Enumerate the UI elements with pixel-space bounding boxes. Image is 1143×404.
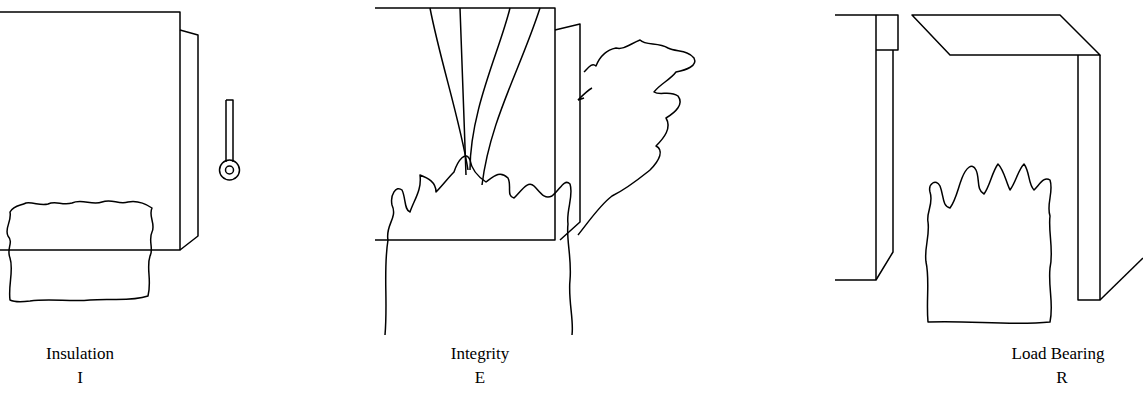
right-column xyxy=(1078,55,1143,300)
crack-lines xyxy=(430,8,540,185)
criterion-name: Insulation xyxy=(46,344,114,364)
criterion-name: Integrity xyxy=(451,344,510,364)
thermometer-symbol xyxy=(220,100,240,180)
fallen-beam xyxy=(912,15,1100,55)
criterion-name: Load Bearing xyxy=(1012,344,1105,364)
flame-shape xyxy=(7,201,153,302)
flame-shape xyxy=(926,164,1052,323)
criterion-letter: I xyxy=(77,368,83,388)
left-column xyxy=(835,15,898,280)
insulation-wall xyxy=(0,12,198,250)
smoke-shape xyxy=(578,40,695,235)
smoke-wisp xyxy=(578,98,584,100)
criterion-letter: E xyxy=(475,368,485,388)
flame-shape xyxy=(385,156,572,335)
criterion-letter: R xyxy=(1056,368,1067,388)
